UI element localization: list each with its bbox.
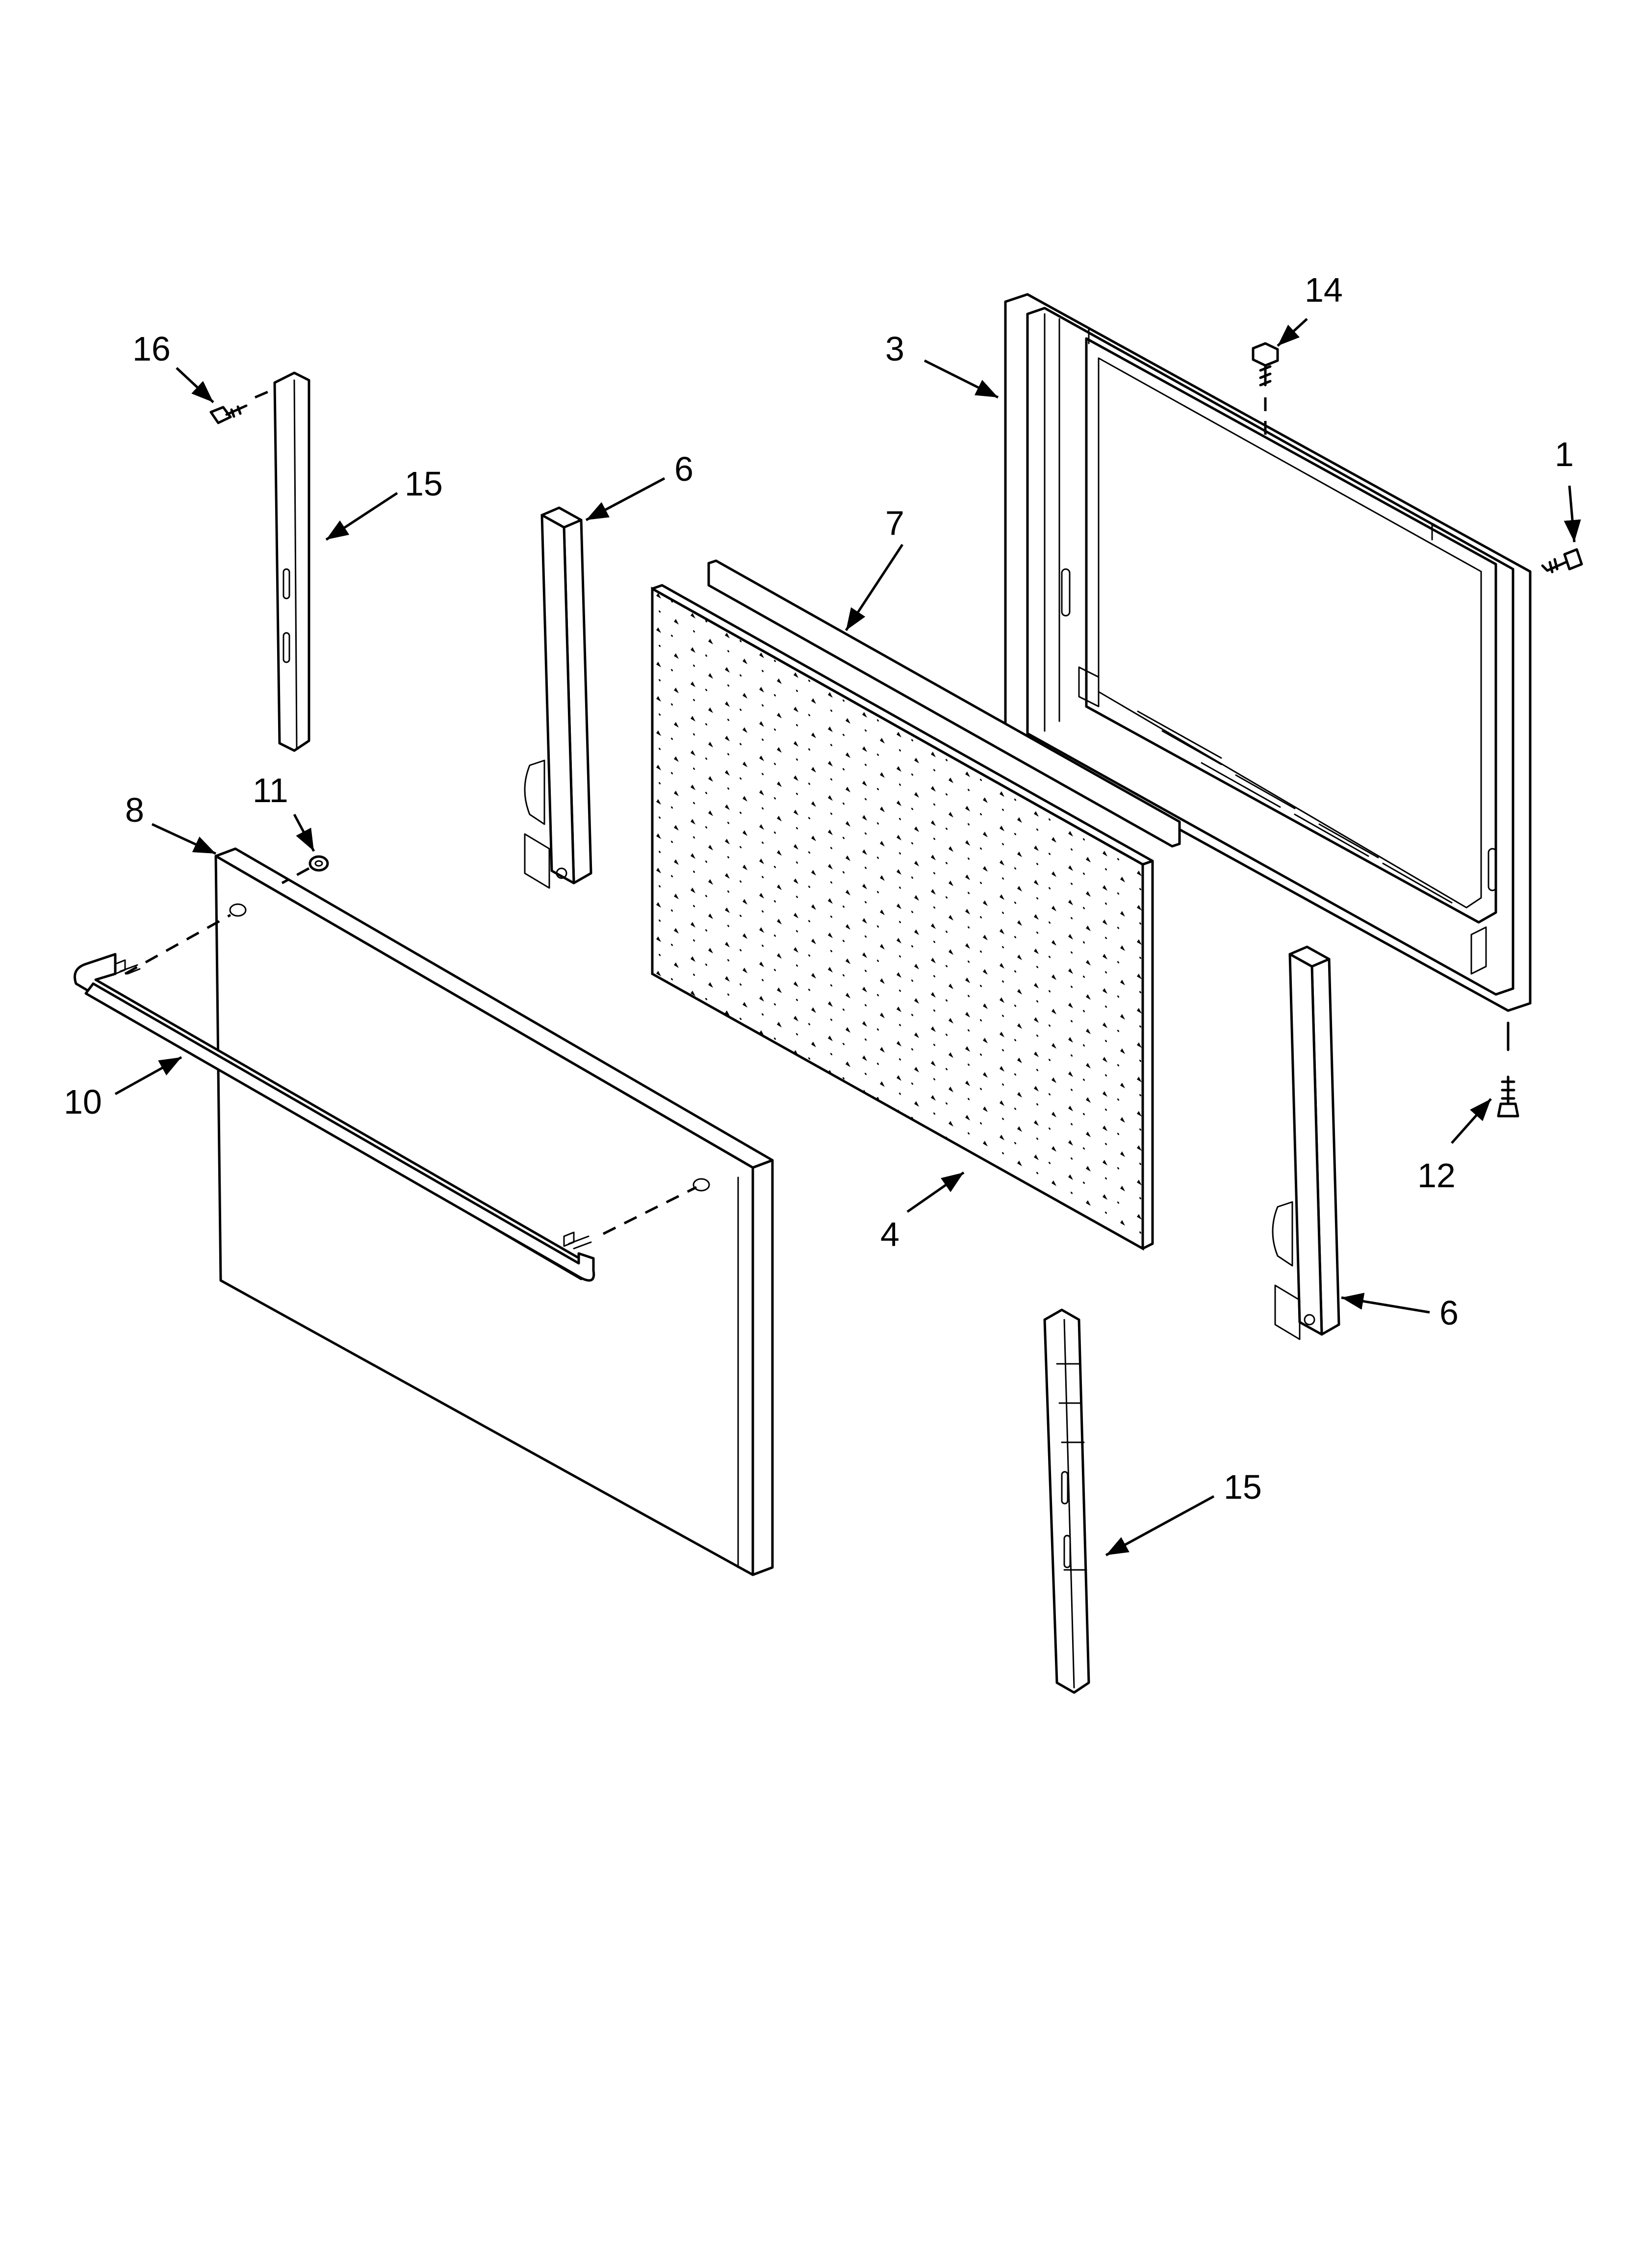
leader-6b bbox=[1341, 1293, 1430, 1314]
leader-7 bbox=[845, 544, 904, 631]
leader-12 bbox=[1451, 1098, 1492, 1144]
callout-3: 3 bbox=[885, 330, 904, 368]
washer-part-11 bbox=[281, 855, 329, 885]
hinge-part-6-upper bbox=[524, 506, 592, 889]
callout-15-upper: 15 bbox=[405, 465, 443, 503]
insulation-panel-part-4 bbox=[651, 584, 1154, 1251]
leader-15a bbox=[325, 492, 398, 541]
callout-7: 7 bbox=[885, 504, 904, 542]
callout-11: 11 bbox=[253, 771, 288, 809]
rail-part-15-lower bbox=[1043, 1308, 1090, 1694]
callout-14: 14 bbox=[1305, 271, 1343, 309]
screw-part-1 bbox=[1541, 548, 1583, 574]
door-frame-part-3 bbox=[1004, 293, 1532, 1012]
callout-leaders bbox=[114, 318, 1581, 1557]
callout-16: 16 bbox=[132, 330, 171, 368]
hinge-part-6-lower bbox=[1272, 945, 1340, 1340]
gasket-strip-part-7 bbox=[707, 559, 1181, 848]
callout-8: 8 bbox=[125, 791, 144, 829]
callout-15-lower: 15 bbox=[1224, 1468, 1262, 1506]
leader-11 bbox=[293, 813, 315, 852]
leader-3 bbox=[924, 359, 999, 399]
callout-12: 12 bbox=[1417, 1156, 1456, 1195]
screw-part-16 bbox=[209, 404, 248, 424]
callout-6-upper: 6 bbox=[674, 450, 693, 488]
callout-10: 10 bbox=[64, 1083, 102, 1121]
rail-part-15-upper bbox=[255, 371, 310, 752]
callout-6-lower: 6 bbox=[1439, 1294, 1459, 1332]
leader-1 bbox=[1564, 485, 1581, 543]
callout-1: 1 bbox=[1555, 435, 1574, 473]
door-handle-part-10 bbox=[74, 913, 697, 1282]
leader-15b bbox=[1105, 1495, 1215, 1557]
callout-labels: 16 15 6 7 3 14 1 11 8 10 4 12 6 15 bbox=[64, 271, 1574, 1506]
leader-10 bbox=[114, 1056, 182, 1095]
screw-part-14 bbox=[1252, 342, 1279, 442]
leader-8 bbox=[151, 823, 217, 855]
leader-16 bbox=[176, 367, 214, 403]
leader-14 bbox=[1277, 318, 1308, 347]
screw-part-12 bbox=[1497, 1021, 1519, 1118]
leader-4 bbox=[906, 1171, 965, 1213]
leader-6a bbox=[585, 477, 666, 521]
callout-4: 4 bbox=[880, 1215, 899, 1253]
